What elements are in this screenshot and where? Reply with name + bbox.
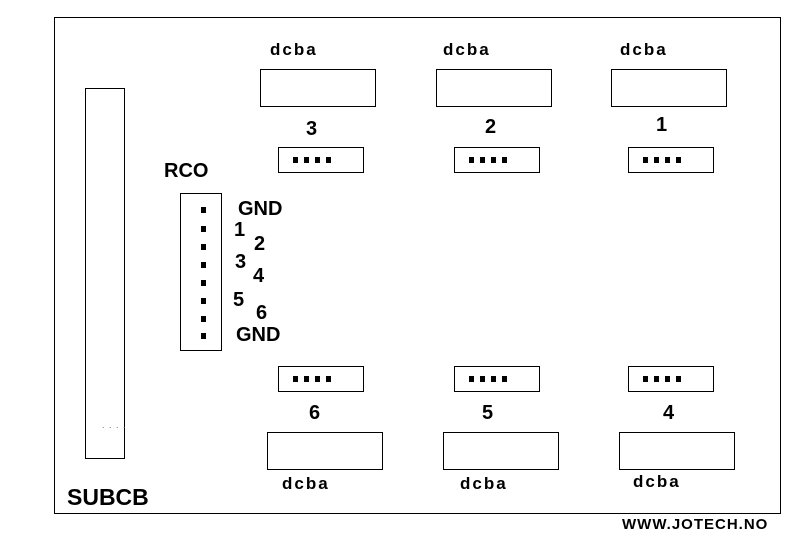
channel-4-number: 4 [663,402,675,424]
rco-pin-gnd-top: GND [238,198,283,220]
channel-1-label-box [611,69,727,107]
channel-3-label-box [260,69,376,107]
rco-pin-gnd-bottom: GND [236,324,281,346]
channel-4-header [628,366,714,392]
channel-2-letters: dcba [443,40,491,59]
rco-pin-2: 2 [254,233,266,255]
channel-6-letters: dcba [282,474,330,493]
channel-1-letters: dcba [620,40,668,59]
rco-pin-3: 3 [235,251,247,273]
channel-5-label-box [443,432,559,470]
channel-2-header [454,147,540,173]
channel-1-header [628,147,714,173]
channel-3-letters: dcba [270,40,318,59]
channel-1-number: 1 [656,114,668,136]
channel-4-letters: dcba [633,472,681,491]
rco-connector [180,193,222,351]
channel-2-number: 2 [485,116,497,138]
channel-4-label-box [619,432,735,470]
channel-6-header [278,366,364,392]
rco-pin-1: 1 [234,219,246,241]
board-outline [54,17,781,514]
channel-5-header [454,366,540,392]
channel-2-label-box [436,69,552,107]
channel-3-number: 3 [306,118,318,140]
rco-pin-5: 5 [233,289,245,311]
rco-title: RCO [164,160,209,182]
bus-connector-dots: . . . . [102,420,127,430]
channel-3-header [278,147,364,173]
rco-pin-4: 4 [253,265,265,287]
bus-connector [85,88,125,459]
website-url: WWW.JOTECH.NO [622,516,769,533]
channel-6-number: 6 [309,402,321,424]
channel-6-label-box [267,432,383,470]
rco-pin-6: 6 [256,302,268,324]
channel-5-number: 5 [482,402,494,424]
board-name: SUBCB [67,484,149,510]
channel-5-letters: dcba [460,474,508,493]
